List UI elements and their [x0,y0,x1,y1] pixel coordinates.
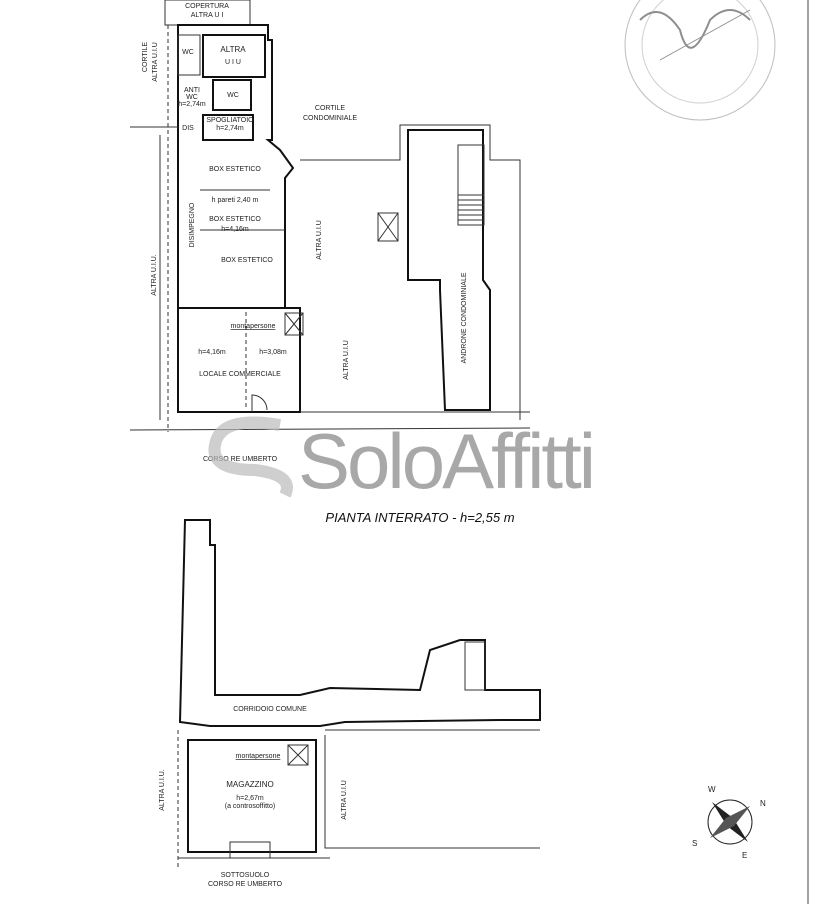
label-spogliatoio: SPOGLIATOIO [206,117,254,124]
room-spogliatoio [202,114,254,141]
stamp-seal [624,0,776,121]
label-magazzino: MAGAZZINO [226,780,274,789]
basement-staircase [464,641,486,691]
label-wc-2: WC [227,92,239,99]
room-wc-1 [177,34,201,76]
compass-n: N [760,799,766,808]
basement-title: PIANTA INTERRATO - h=2,55 m [325,510,514,525]
label-montapersone: montapersone [231,323,276,330]
room-magazzino [187,739,317,853]
ground-floor-plan: COPERTURA ALTRA U I WC ALTRA U I U ANTI … [129,0,531,463]
room-wc-2 [212,79,252,111]
label-box-estetico-2: BOX ESTETICO [209,216,261,223]
label-street: CORSO RE UMBERTO [203,456,278,463]
label-altra-ui-mid2: ALTRA U.I.U [343,340,350,380]
label-copertura: COPERTURA [185,3,229,10]
staircase [457,144,485,226]
label-wc-1: WC [182,49,194,56]
lift-shaft-2 [377,212,399,242]
label-cortile: CORTILE [315,105,346,112]
label-altra-ui-mid: ALTRA U.I.U [316,220,323,260]
label-h-magazzino: h=2,67m [236,795,264,802]
compass-rose-icon: W N S E [692,785,766,860]
label-corridoio: CORRIDOIO COMUNE [233,706,307,713]
label-anti-wc: WC [186,94,198,101]
label-altra-uiu: U I U [225,59,241,66]
androne-condominiale [407,129,491,411]
label-dis: DIS [182,125,194,132]
label-condominiale: CONDOMINIALE [303,115,357,122]
watermark-logo: SoloAffitti [208,416,596,505]
label-montapersone-basement: montapersone [236,753,281,760]
label-altra-ui-top: ALTRA U I [191,12,224,19]
label-h-locale-2: h=3,08m [259,349,287,356]
compass-e: E [742,851,747,860]
label-sottosuolo: SOTTOSUOLO [221,872,270,879]
room-altra-uiu [202,34,266,78]
label-altra-ui-basement-left: ALTRA U.I.U. [159,769,166,811]
label-controsoffitto: (a controsoffitto) [225,803,275,810]
compass-s: S [692,839,697,848]
label-altra-ui-left: ALTRA U.I.U. [151,254,158,296]
street-line [129,427,531,431]
label-h-locale-1: h=4,16m [198,349,226,356]
label-street-basement: CORSO RE UMBERTO [208,881,283,888]
label-anti: ANTI [184,87,200,94]
label-h-pareti: h pareti 2,40 m [212,197,259,204]
lift-shaft [284,312,304,336]
label-altra: ALTRA [220,45,246,54]
compass-w: W [708,785,716,794]
watermark-text: SoloAffitti [298,417,593,505]
label-androne: ANDRONE CONDOMINIALE [461,272,468,363]
label-h-spogliatoio: h=2,74m [216,125,244,132]
label-cortile-left: CORTILE [142,42,149,73]
label-altra-ui-left-top: ALTRA U.I.U [152,42,159,82]
label-locale-commerciale: LOCALE COMMERCIALE [199,371,281,378]
entrance-door [251,394,268,412]
label-disimpegno: DISIMPEGNO [189,202,196,247]
label-h-box2: h=4,16m [221,226,249,233]
label-box-estetico-1: BOX ESTETICO [209,166,261,173]
label-h-anti: h=2,74m [178,101,206,108]
label-box-estetico-3: BOX ESTETICO [221,257,273,264]
basement-plan: CORRIDOIO COMUNE montapersone MAGAZZINO … [159,519,541,888]
label-altra-ui-basement-right: ALTRA U.I.U [341,780,348,820]
